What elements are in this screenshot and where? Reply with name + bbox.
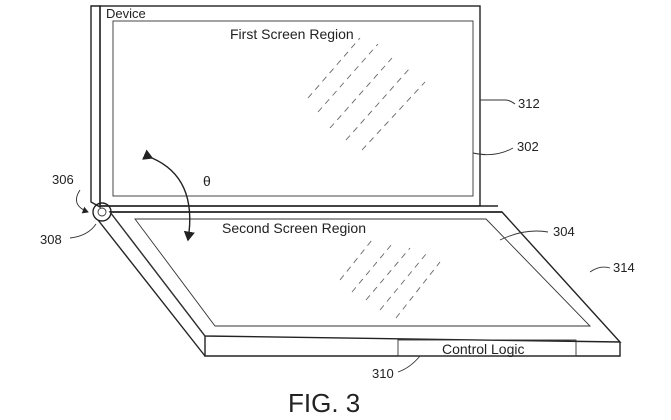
- ref-312: 312: [518, 96, 540, 111]
- second-screen-label: Second Screen Region: [222, 220, 366, 236]
- second-screen-region: [134, 218, 592, 327]
- second-screen-glare: [339, 239, 441, 319]
- first-screen-label: First Screen Region: [230, 26, 354, 42]
- angle-arc: [142, 149, 195, 242]
- control-logic-label: Control Logic: [442, 341, 525, 357]
- ref-314: 314: [613, 260, 635, 275]
- ref-306: 306: [52, 172, 74, 187]
- ref-308: 308: [40, 232, 62, 247]
- angle-symbol: θ: [203, 173, 211, 189]
- ref-304: 304: [553, 224, 575, 239]
- first-screen-glare: [307, 37, 426, 151]
- device-label: Device: [106, 6, 146, 21]
- ref-310: 310: [372, 366, 394, 381]
- leader-lines: [69, 99, 611, 373]
- first-screen-region: [112, 20, 474, 197]
- lower-panel: [97, 211, 622, 357]
- figure-title: FIG. 3: [288, 388, 360, 418]
- control-logic-box: [397, 339, 577, 357]
- ref-302: 302: [517, 139, 539, 154]
